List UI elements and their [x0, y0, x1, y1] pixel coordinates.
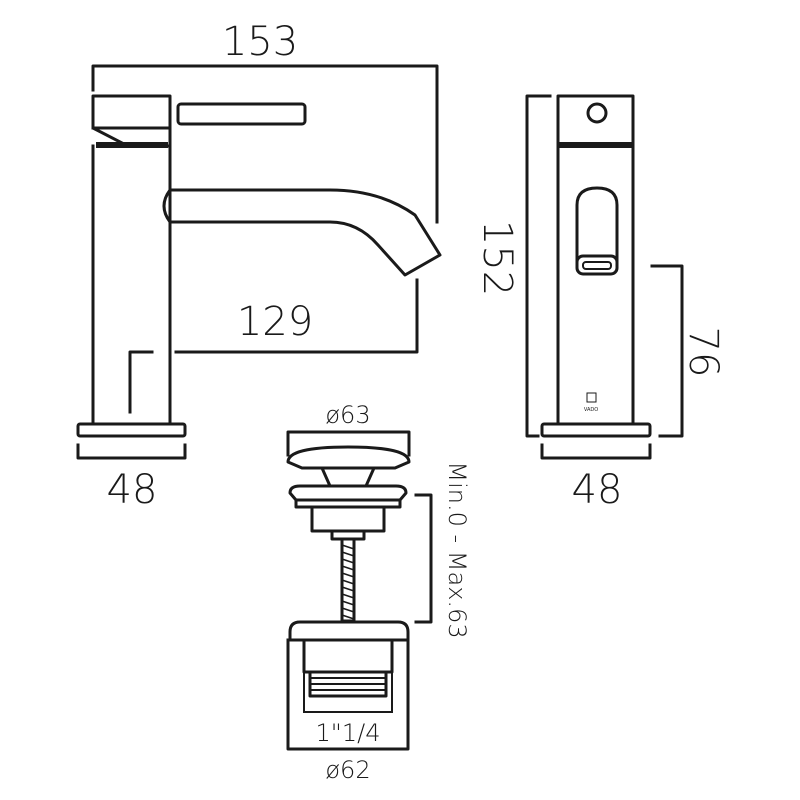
waste-lower-flange [288, 620, 410, 642]
dimension-line-cap [286, 430, 411, 457]
dimension-flange-diameter: ø62 [325, 756, 370, 784]
brand-mark: VADO [584, 407, 598, 413]
spout-joint [162, 187, 173, 225]
handle-head [91, 94, 172, 148]
dimension-thread-size: 1"1/4 [316, 719, 381, 747]
dimension-76: 76 [680, 327, 726, 378]
lever-handle [176, 102, 307, 126]
dimension-48-left: 48 [107, 467, 158, 513]
body-band [96, 142, 168, 148]
base-plate [76, 422, 187, 438]
dimension-152: 152 [474, 220, 520, 296]
handle-pivot [586, 102, 608, 124]
rod-thread [341, 544, 355, 620]
side-view: 153 129 48 [76, 19, 442, 513]
waste-thread-lines [310, 677, 386, 691]
dimension-line-thread [303, 640, 393, 713]
waste-cap [286, 445, 411, 470]
dimension-line-153 [91, 64, 439, 224]
dimension-line-range [414, 493, 433, 624]
cap-stem [320, 466, 376, 488]
dimension-line-flange [286, 638, 410, 751]
dimension-153: 153 [222, 19, 298, 65]
dimension-line-152 [525, 94, 552, 438]
waste-flange [288, 484, 408, 502]
spout-outlet [575, 186, 619, 264]
dimension-48-right: 48 [572, 467, 623, 513]
front-band [558, 142, 633, 148]
waste-upper-body [310, 505, 386, 533]
dimension-cap-diameter: ø63 [325, 401, 370, 429]
dimension-line-48-left [76, 443, 187, 460]
dimension-129: 129 [237, 299, 313, 345]
dimension-line-129 [128, 278, 419, 414]
brand-square [586, 392, 597, 403]
dimension-line-76 [650, 264, 684, 438]
aerator-inner [582, 261, 612, 270]
front-body [556, 144, 635, 426]
spout [168, 188, 442, 277]
waste-lower-body [302, 638, 394, 674]
dimension-line-48-right [540, 443, 652, 460]
front-base-plate [540, 422, 652, 438]
front-view: VADO 152 76 48 [474, 94, 726, 513]
waste-view: ø63 Min.0 - Max.63 1"1/4 ø62 [286, 401, 471, 784]
dimension-adjustment-range: Min.0 - Max.63 [443, 461, 471, 638]
